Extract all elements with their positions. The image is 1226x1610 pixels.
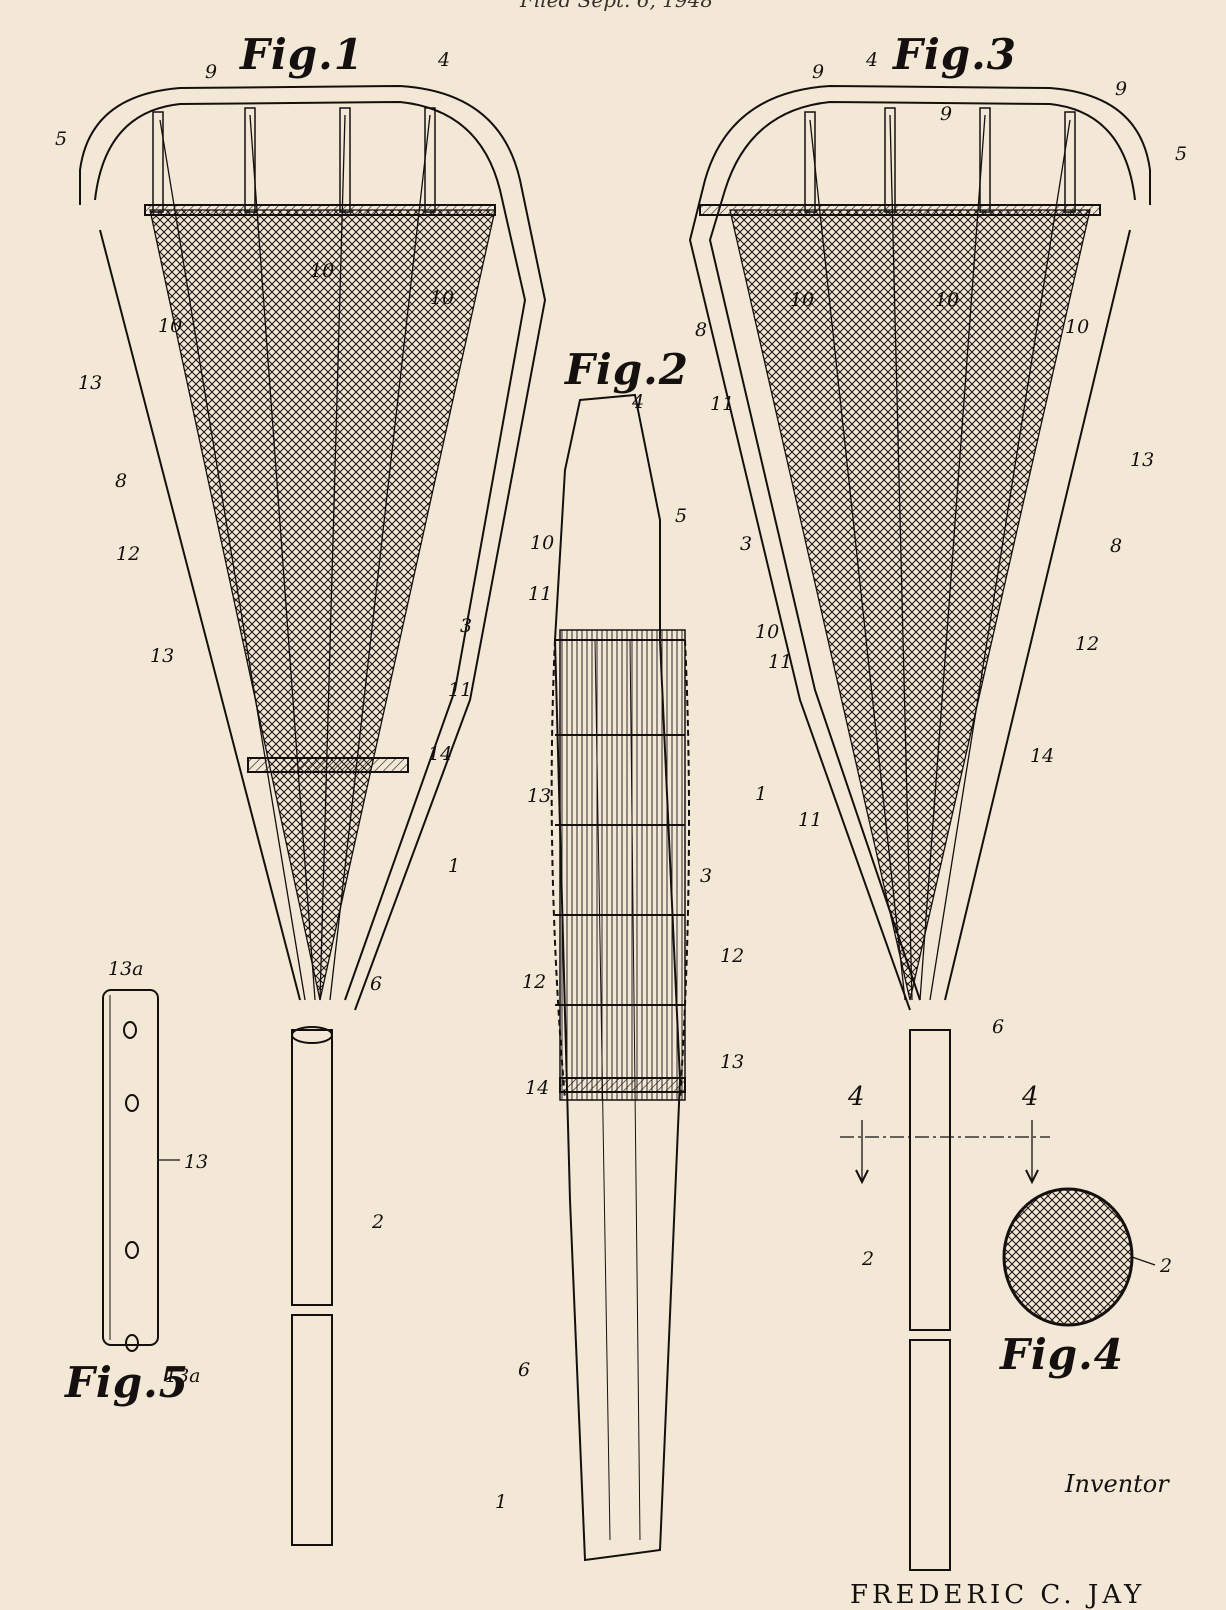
reference-numeral: 11 xyxy=(448,679,472,701)
reference-numeral: 13 xyxy=(720,1051,744,1073)
reference-numeral: 10 xyxy=(755,621,779,643)
reference-numeral: 10 xyxy=(790,289,814,311)
reference-numeral: 9 xyxy=(812,61,824,83)
fig1-net xyxy=(149,114,496,1001)
reference-numeral: 8 xyxy=(115,470,127,492)
reference-numeral: 12 xyxy=(116,543,140,565)
reference-numeral: 13 xyxy=(527,785,551,807)
reference-numeral: 8 xyxy=(695,319,707,341)
reference-numeral: 10 xyxy=(430,287,454,309)
reference-numeral: 5 xyxy=(1175,143,1187,165)
reference-numeral: 1 xyxy=(495,1491,507,1513)
reference-numeral: 3 xyxy=(740,533,752,555)
fig3-handle xyxy=(909,1029,951,1571)
reference-numeral: 13 xyxy=(78,372,102,394)
reference-numeral: 3 xyxy=(460,615,472,637)
reference-numeral: 11 xyxy=(528,583,552,605)
reference-numeral: 6 xyxy=(518,1359,530,1381)
reference-numeral: 6 xyxy=(992,1016,1004,1038)
reference-numeral: 12 xyxy=(522,971,546,993)
reference-numeral: 10 xyxy=(158,315,182,337)
fig4-cross-section: 2 xyxy=(1002,1187,1172,1327)
reference-numeral: 2 xyxy=(1159,1255,1172,1277)
section-mark-right: 4 xyxy=(1021,1082,1039,1112)
fig4-title: Fig.4 xyxy=(1000,1330,1124,1379)
reference-numeral: 3 xyxy=(700,865,712,887)
fig3-labels: 9 4 9 9 5 10 10 10 8 11 13 3 8 10 12 11 … xyxy=(695,49,1187,1270)
reference-numeral: 10 xyxy=(1065,316,1089,338)
fig2-labels: 4 5 10 11 13 3 12 12 13 14 6 1 xyxy=(495,391,744,1513)
reference-numeral: 2 xyxy=(371,1211,384,1233)
reference-numeral: 10 xyxy=(935,289,959,311)
reference-numeral: 2 xyxy=(861,1248,874,1270)
fig1-stick xyxy=(79,84,547,1546)
filing-date-header: Filed Sept. 6, 1948 xyxy=(520,0,714,12)
reference-numeral: 13 xyxy=(184,1151,208,1173)
reference-numeral: 12 xyxy=(1075,633,1099,655)
reference-numeral: 9 xyxy=(205,61,217,83)
fig2-cross-thongs xyxy=(555,639,686,1093)
reference-numeral: 1 xyxy=(755,783,767,805)
fig2-stick xyxy=(550,393,690,1562)
fig1-handle xyxy=(291,1026,333,1546)
reference-numeral: 13 xyxy=(150,645,174,667)
reference-numeral: 10 xyxy=(310,260,334,282)
fig2-title: Fig.2 xyxy=(565,345,689,394)
inventor-label: Inventor xyxy=(1065,1470,1169,1498)
fig1-title: Fig.1 xyxy=(240,30,364,79)
reference-numeral: 13a xyxy=(165,1365,201,1387)
reference-numeral: 11 xyxy=(710,393,734,415)
reference-numeral: 6 xyxy=(370,973,382,995)
reference-numeral: 14 xyxy=(1030,745,1054,767)
reference-numeral: 12 xyxy=(720,945,744,967)
fig5-labels: 13a 13 13a xyxy=(108,958,208,1387)
reference-numeral: 9 xyxy=(1115,78,1127,100)
fig3-stick xyxy=(688,84,1151,1571)
fig3-net xyxy=(729,114,1091,1001)
reference-numeral: 14 xyxy=(428,743,452,765)
reference-numeral: 11 xyxy=(798,809,822,831)
reference-numeral: 13 xyxy=(1130,449,1154,471)
fig1-top-thongs xyxy=(152,107,436,213)
fig3-title: Fig.3 xyxy=(893,30,1017,79)
section-mark-left: 4 xyxy=(847,1082,865,1112)
fig5-strip xyxy=(102,989,180,1352)
reference-numeral: 1 xyxy=(448,855,460,877)
reference-numeral: 4 xyxy=(631,391,644,413)
reference-numeral: 14 xyxy=(525,1077,549,1099)
reference-numeral: 9 xyxy=(940,103,952,125)
reference-numeral: 5 xyxy=(675,505,687,527)
fig1-labels: 9 4 5 10 10 10 13 8 12 13 3 11 14 1 6 2 xyxy=(55,49,472,1233)
reference-numeral: 4 xyxy=(437,49,450,71)
reference-numeral: 10 xyxy=(530,532,554,554)
reference-numeral: 11 xyxy=(768,651,792,673)
reference-numeral: 8 xyxy=(1110,535,1122,557)
reference-numeral: 4 xyxy=(865,49,878,71)
reference-numeral: 13a xyxy=(108,958,144,980)
reference-numeral: 5 xyxy=(55,128,67,150)
fig5-title: Fig.5 xyxy=(65,1358,189,1407)
